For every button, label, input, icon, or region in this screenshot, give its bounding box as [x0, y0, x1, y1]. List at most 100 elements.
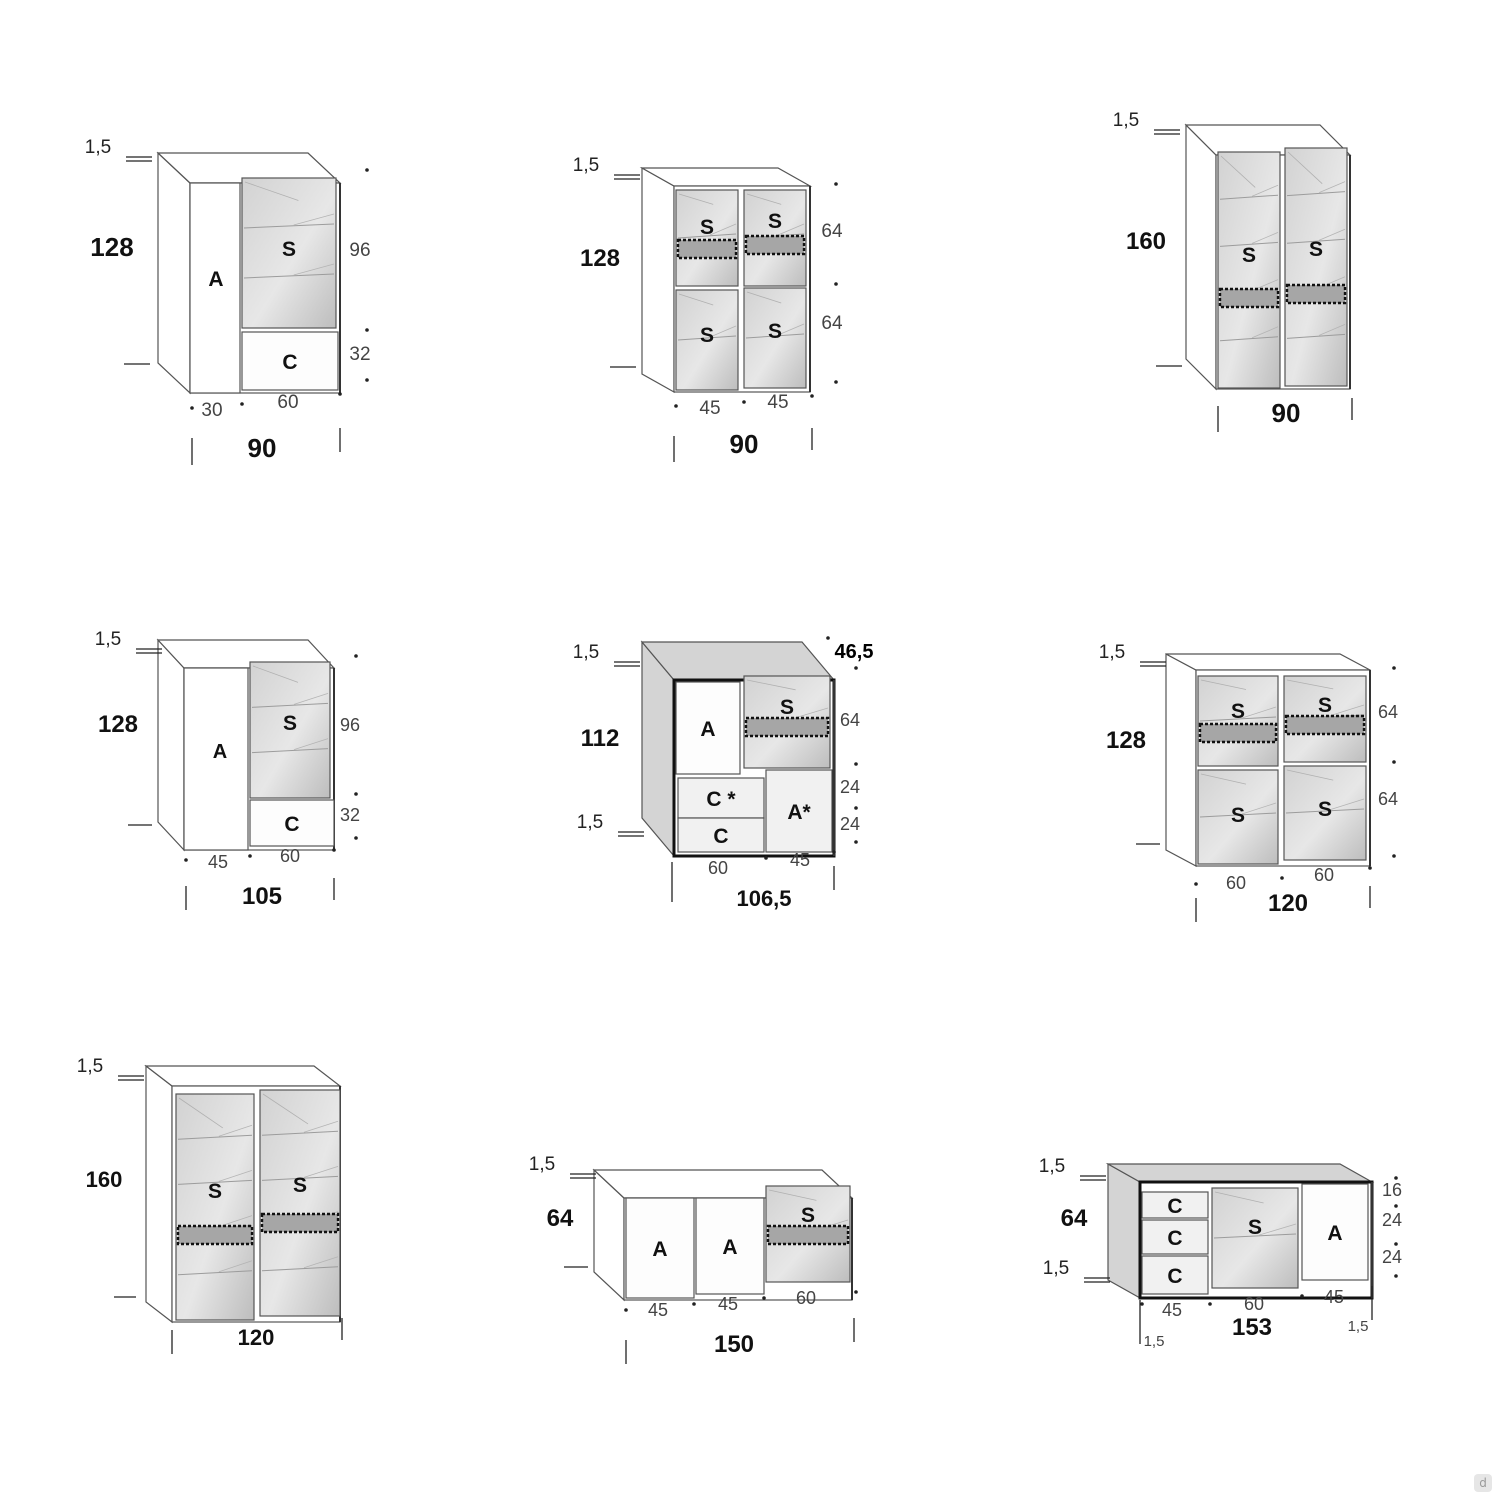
shelf-line	[177, 1179, 253, 1185]
dimension-dot	[184, 858, 188, 862]
dimension-dot	[365, 328, 369, 332]
shelf-depth-line	[293, 738, 329, 751]
reflection-line	[1214, 1191, 1264, 1204]
glass-pane	[1217, 151, 1281, 389]
shelf-line	[1286, 333, 1346, 339]
glass-door-panel: S	[765, 1185, 851, 1283]
total-width-label: 105	[242, 883, 282, 910]
dimension-dot	[764, 856, 768, 860]
internal-drawer-outline	[744, 234, 806, 256]
side-thickness-label: 1,5	[1348, 1318, 1369, 1335]
shelf-depth-line	[709, 223, 737, 236]
drawer-face	[677, 777, 765, 819]
door-face	[695, 1197, 765, 1295]
internal-drawer-outline	[1218, 287, 1280, 309]
dimension-dot	[1368, 866, 1372, 870]
total-width-label: 90	[1272, 398, 1301, 428]
height-dimension-label: 96	[340, 715, 360, 735]
compartment-code: S	[768, 320, 782, 343]
shelf-line	[261, 1130, 339, 1136]
drawer-panel: C	[677, 817, 765, 853]
shelf-line	[677, 335, 737, 341]
dimension-dot	[1392, 854, 1396, 858]
shelf-line	[177, 1134, 253, 1140]
compartment-code: S	[780, 696, 794, 719]
reflection-line	[178, 1097, 224, 1129]
glass-door-panel: S	[259, 1089, 341, 1317]
total-width-label: 150	[714, 1331, 754, 1358]
d-logo-icon: d	[1474, 1474, 1492, 1492]
dimension-dot	[624, 1308, 628, 1312]
shelf-depth-line	[1251, 184, 1279, 197]
dimension-dot	[692, 1302, 696, 1306]
shelf-depth-line	[293, 263, 335, 276]
cabinet-side	[157, 638, 185, 852]
reflection-line	[1200, 773, 1247, 785]
top-thickness-label: 1,5	[1113, 110, 1139, 131]
dimension-dot	[190, 406, 194, 410]
compartment-code: S	[801, 1204, 815, 1227]
dimension-dot	[248, 854, 252, 858]
height-dimension-label: 32	[349, 344, 370, 365]
compartment-code: S	[208, 1180, 222, 1203]
total-width-label: 106,5	[736, 886, 791, 911]
overall-height-label: 64	[1061, 1205, 1088, 1232]
width-dimension-label: 45	[718, 1294, 738, 1314]
glass-door-panel: S	[743, 189, 807, 287]
door-panel	[183, 667, 249, 851]
glass-pane	[1197, 769, 1279, 865]
glass-pane	[1197, 675, 1279, 767]
dimension-dot	[854, 1290, 858, 1294]
door-face	[675, 681, 741, 775]
shelf-line	[1219, 336, 1279, 342]
cabinet-side	[1185, 123, 1217, 391]
shelf-depth-line	[1328, 798, 1365, 811]
dimension-dot	[1394, 1204, 1398, 1208]
compartment-code: C	[282, 351, 297, 374]
glass-door-panel: S	[1283, 675, 1367, 763]
drawer-face	[1141, 1255, 1209, 1295]
shelf-depth-line	[293, 692, 329, 705]
shelf-line	[1285, 808, 1365, 814]
compartment-code: S	[768, 210, 782, 233]
drawer-panel: C	[241, 331, 339, 391]
compartment-code: C	[1167, 1227, 1182, 1250]
drawer-panel: A*	[765, 769, 833, 853]
shelf-depth-line	[1251, 326, 1279, 339]
height-dimension-label: 24	[840, 814, 860, 834]
glass-door-panel: S	[1217, 151, 1281, 389]
compartment-code: A	[1327, 1222, 1342, 1245]
shelf-line	[243, 223, 335, 229]
drawer-panel: C	[1141, 1191, 1209, 1219]
overall-height-label: 160	[1126, 228, 1166, 255]
internal-drawer-outline	[1198, 722, 1278, 744]
shelf-depth-line	[1328, 704, 1365, 717]
dimension-dot	[854, 762, 858, 766]
shelf-depth-line	[303, 1166, 339, 1178]
height-dimension-label: 16	[1382, 1180, 1402, 1200]
width-dimension-label: 30	[201, 400, 222, 421]
internal-drawer-outline	[260, 1212, 340, 1234]
compartment-code: A	[652, 1238, 667, 1261]
drawer-panel: C	[249, 799, 335, 847]
shelf-depth-line	[1318, 324, 1346, 336]
top-thickness-label: 1,5	[1039, 1156, 1065, 1177]
cabinet-top	[1105, 1163, 1375, 1183]
overall-height-label: 128	[1106, 727, 1146, 754]
shelf-line	[1219, 194, 1279, 200]
height-dimension-label: 24	[840, 777, 860, 797]
compartment-code: C	[1167, 1195, 1182, 1218]
glass-door-panel: S	[175, 1093, 255, 1321]
shelf-depth-line	[303, 1120, 339, 1133]
dimension-dot	[854, 806, 858, 810]
shelf-line	[677, 233, 737, 239]
shelf-depth-line	[777, 323, 805, 336]
internal-drawer-outline	[1285, 283, 1347, 305]
glass-door-panel: S	[1284, 147, 1348, 387]
glass-door-panel: S	[1283, 765, 1367, 861]
